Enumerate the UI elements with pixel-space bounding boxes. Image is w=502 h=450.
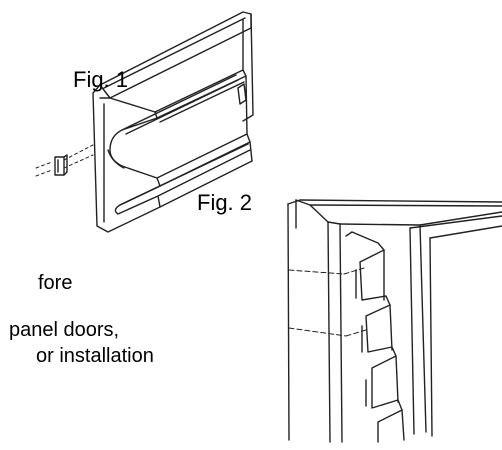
fig1-guide-lines — [36, 145, 93, 176]
fig1-mounting-peg — [54, 155, 67, 176]
text-line-1: fore — [38, 272, 73, 294]
fig2-dashed-lines — [289, 268, 366, 336]
text-line-3: or installation — [36, 345, 154, 367]
fig2-door-drawing — [288, 200, 502, 442]
text-line-2: panel doors, — [9, 319, 120, 341]
fig1-label: Fig. 1 — [73, 67, 129, 92]
fig1-door-bin-drawing — [93, 12, 253, 232]
fig2-label: Fig. 2 — [197, 190, 253, 215]
